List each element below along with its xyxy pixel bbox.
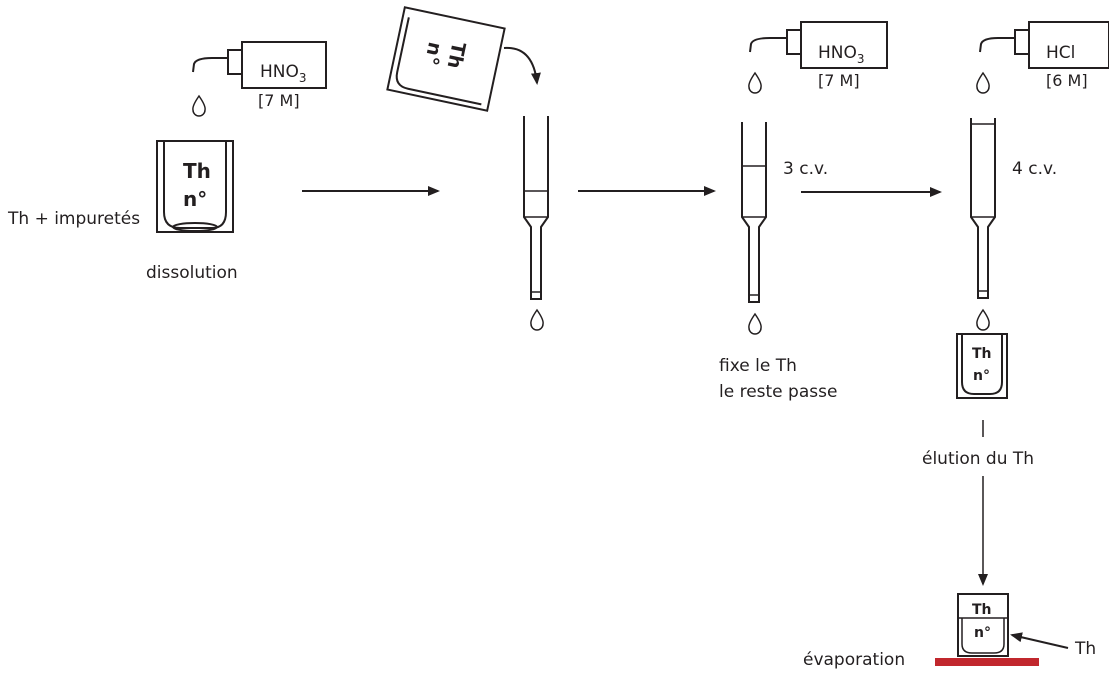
drop-icon [976, 71, 990, 94]
bottle-cap [1014, 29, 1030, 55]
bottle-body [800, 21, 888, 69]
beaker-label-element: Th [972, 346, 992, 362]
beaker-inner [163, 141, 227, 229]
bottle-concentration: [7 M] [258, 91, 300, 110]
elution-label: élution du Th [922, 449, 1034, 469]
th-pointer-arrow [1010, 632, 1069, 649]
column-wash [741, 122, 767, 303]
beaker-body [957, 593, 1009, 657]
bottle-cap [227, 49, 243, 75]
bottle-concentration: [7 M] [818, 71, 860, 90]
drop-icon [530, 308, 544, 331]
drop-icon [976, 308, 990, 331]
beaker-label-element: Th [183, 159, 211, 183]
sample-label: Th + impuretés [7, 209, 140, 229]
bottle-reagent: HNO3 [818, 43, 865, 66]
th-pointer-label: Th [1074, 639, 1096, 659]
beaker-tilted-inner [395, 17, 482, 106]
beaker-tilted-label-element: Th [442, 40, 469, 70]
bottle-reagent: HCl [1046, 43, 1075, 63]
bottle-nozzle [979, 37, 1015, 53]
bottle-nozzle [192, 57, 228, 73]
beaker-inner [961, 334, 1003, 395]
dissolution-label: dissolution [146, 263, 238, 283]
hotplate [935, 658, 1039, 666]
beaker-tilted-body [386, 6, 506, 112]
bottle-concentration: [6 M] [1046, 71, 1088, 90]
column-tube [970, 118, 996, 299]
beaker-label-element: Th [972, 602, 992, 618]
beaker-body [956, 333, 1008, 399]
bottle-body [241, 41, 327, 89]
column-tube [523, 116, 549, 300]
beaker-tilted: Th n° [386, 6, 506, 112]
beaker-final: Th n° [957, 593, 1009, 657]
column-tube [741, 122, 767, 303]
drop-icon [748, 71, 762, 94]
drop-icon [748, 312, 762, 335]
column-load [523, 116, 549, 300]
pour-arrow [503, 46, 541, 85]
beaker-tilted-label-number: n° [420, 40, 446, 67]
elution-volume: 4 c.v. [1012, 159, 1057, 179]
bottle-body [1028, 21, 1109, 69]
beaker-eluate: Th n° [956, 333, 1008, 399]
beaker-label-number: n° [183, 187, 207, 211]
beaker-label-number: n° [974, 625, 991, 641]
beaker-sample: Th n° [156, 140, 234, 233]
fix-label-line1: fixe le Th [719, 356, 797, 376]
drop-icon [192, 94, 206, 117]
column-elute [970, 118, 996, 299]
bottle-cap [786, 29, 802, 55]
bottle-hcl: HCl [6 M] [979, 21, 1109, 90]
beaker-inner [961, 618, 1005, 654]
liquid-surface [172, 222, 218, 232]
bottle-nozzle [749, 37, 787, 53]
bottle-hno3-1: HNO3 [7 M] [192, 41, 327, 110]
beaker-label-number: n° [973, 368, 990, 384]
bottle-reagent: HNO3 [260, 62, 307, 85]
fix-label-line2: le reste passe [719, 382, 837, 402]
bottle-hno3-2: HNO3 [7 M] [749, 21, 888, 90]
wash-volume: 3 c.v. [783, 159, 828, 179]
evaporation-label: évaporation [803, 650, 905, 670]
